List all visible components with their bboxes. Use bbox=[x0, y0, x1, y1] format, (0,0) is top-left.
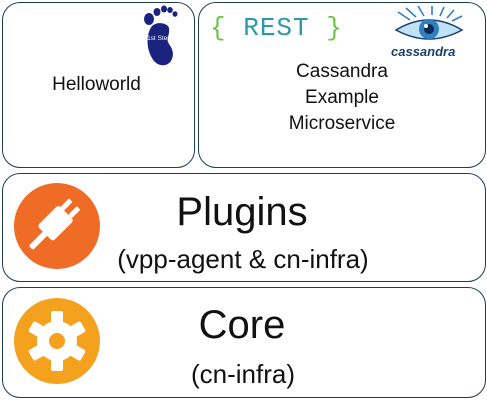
core-title: Core bbox=[198, 303, 286, 347]
plugins-subtitle: (vpp-agent & cn-infra) bbox=[117, 244, 369, 274]
cassandra-line-1: Cassandra bbox=[296, 61, 388, 82]
plugins-title: Plugins bbox=[176, 190, 308, 234]
footprint-icon: 1st Step bbox=[144, 5, 178, 66]
cassandra-line-2: Example bbox=[305, 87, 379, 108]
cassandra-logo-text: cassandra bbox=[391, 44, 456, 59]
rest-logo-text: REST bbox=[243, 13, 310, 43]
first-step-badge: 1st Step bbox=[147, 35, 171, 42]
rest-logo: { REST } bbox=[210, 13, 343, 43]
helloworld-label: Helloworld bbox=[52, 74, 141, 95]
core-subtitle: (cn-infra) bbox=[190, 359, 295, 389]
gear-icon bbox=[14, 298, 100, 384]
cassandra-eye-icon bbox=[394, 6, 464, 40]
plug-icon bbox=[14, 183, 100, 269]
cassandra-line-3: Microservice bbox=[288, 113, 396, 134]
cassandra-description: Cassandra Example Microservice bbox=[198, 59, 486, 137]
